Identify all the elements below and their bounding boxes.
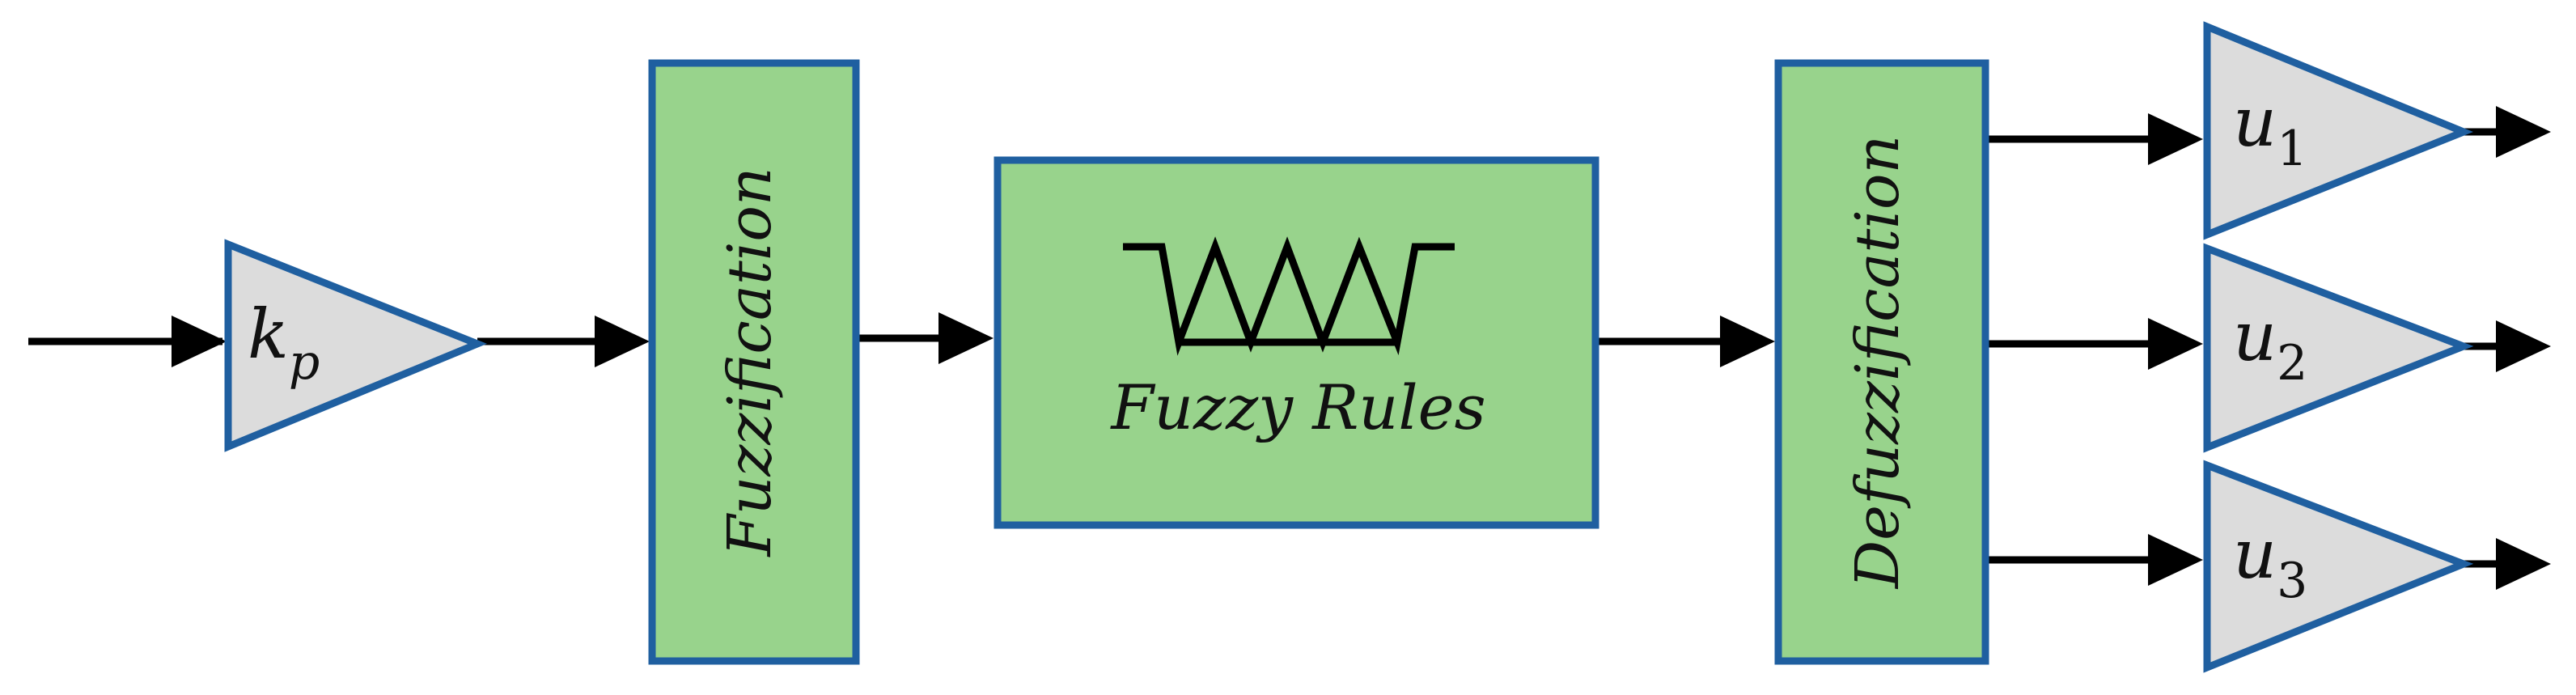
input-gain-block: kp	[224, 239, 487, 452]
output-gain-u3-subscript: 3	[2277, 553, 2307, 609]
defuzzification-block: Defuzzification	[1774, 59, 1989, 665]
input-gain-triangle	[224, 239, 487, 452]
defuzzification-box	[1774, 59, 1989, 665]
output-gain-u2-triangle	[2203, 243, 2474, 453]
fuzzification-label: Fuzzification	[715, 167, 785, 557]
output-gain-u3-symbol: u	[2233, 515, 2277, 594]
defuzzification-to-u2-arrowhead	[2148, 318, 2203, 370]
output-gain-u2-label: u2	[2233, 297, 2307, 392]
defuzzification-label: Defuzzification	[1843, 135, 1913, 590]
output-gain-u2-subscript: 2	[2277, 335, 2307, 392]
output-gain-u2: u2	[2203, 243, 2474, 453]
output-gain-u2-symbol: u	[2233, 297, 2277, 376]
connectors	[28, 106, 2551, 590]
input-gain-subscript: p	[289, 334, 320, 391]
output-gain-u3: u3	[2203, 460, 2474, 673]
defuzzification-to-u1-arrowhead	[2148, 113, 2203, 165]
rules-to-defuzzification-arrowhead	[1720, 316, 1775, 367]
output-gain-u1: u1	[2203, 21, 2473, 240]
output-gain-u1-subscript: 1	[2277, 121, 2307, 177]
rule-base-block: Fuzzy Rules	[994, 156, 1599, 529]
output-gain-u1-symbol: u	[2233, 83, 2277, 162]
u2-output-arrowhead	[2496, 320, 2551, 372]
rule-base-label: Fuzzy Rules	[1109, 371, 1485, 443]
output-gain-u3-triangle	[2203, 460, 2474, 673]
input-gain-symbol: k	[248, 295, 289, 374]
input-arrowhead	[172, 316, 227, 367]
fuzzification-to-rules-arrowhead	[938, 312, 994, 364]
fuzzification-block: Fuzzification	[648, 59, 860, 665]
fuzzification-box	[648, 59, 860, 665]
u1-output-arrowhead	[2496, 106, 2551, 158]
output-gain-u1-label: u1	[2233, 83, 2307, 177]
gain-to-fuzzification-arrowhead	[595, 316, 650, 367]
u3-output-arrowhead	[2496, 538, 2551, 590]
input-gain-label: kp	[248, 295, 320, 391]
membership-functions-icon	[1123, 236, 1455, 356]
defuzzification-to-u3-arrowhead	[2148, 534, 2203, 586]
output-gain-u3-label: u3	[2233, 515, 2307, 609]
output-gain-u1-triangle	[2203, 21, 2473, 240]
